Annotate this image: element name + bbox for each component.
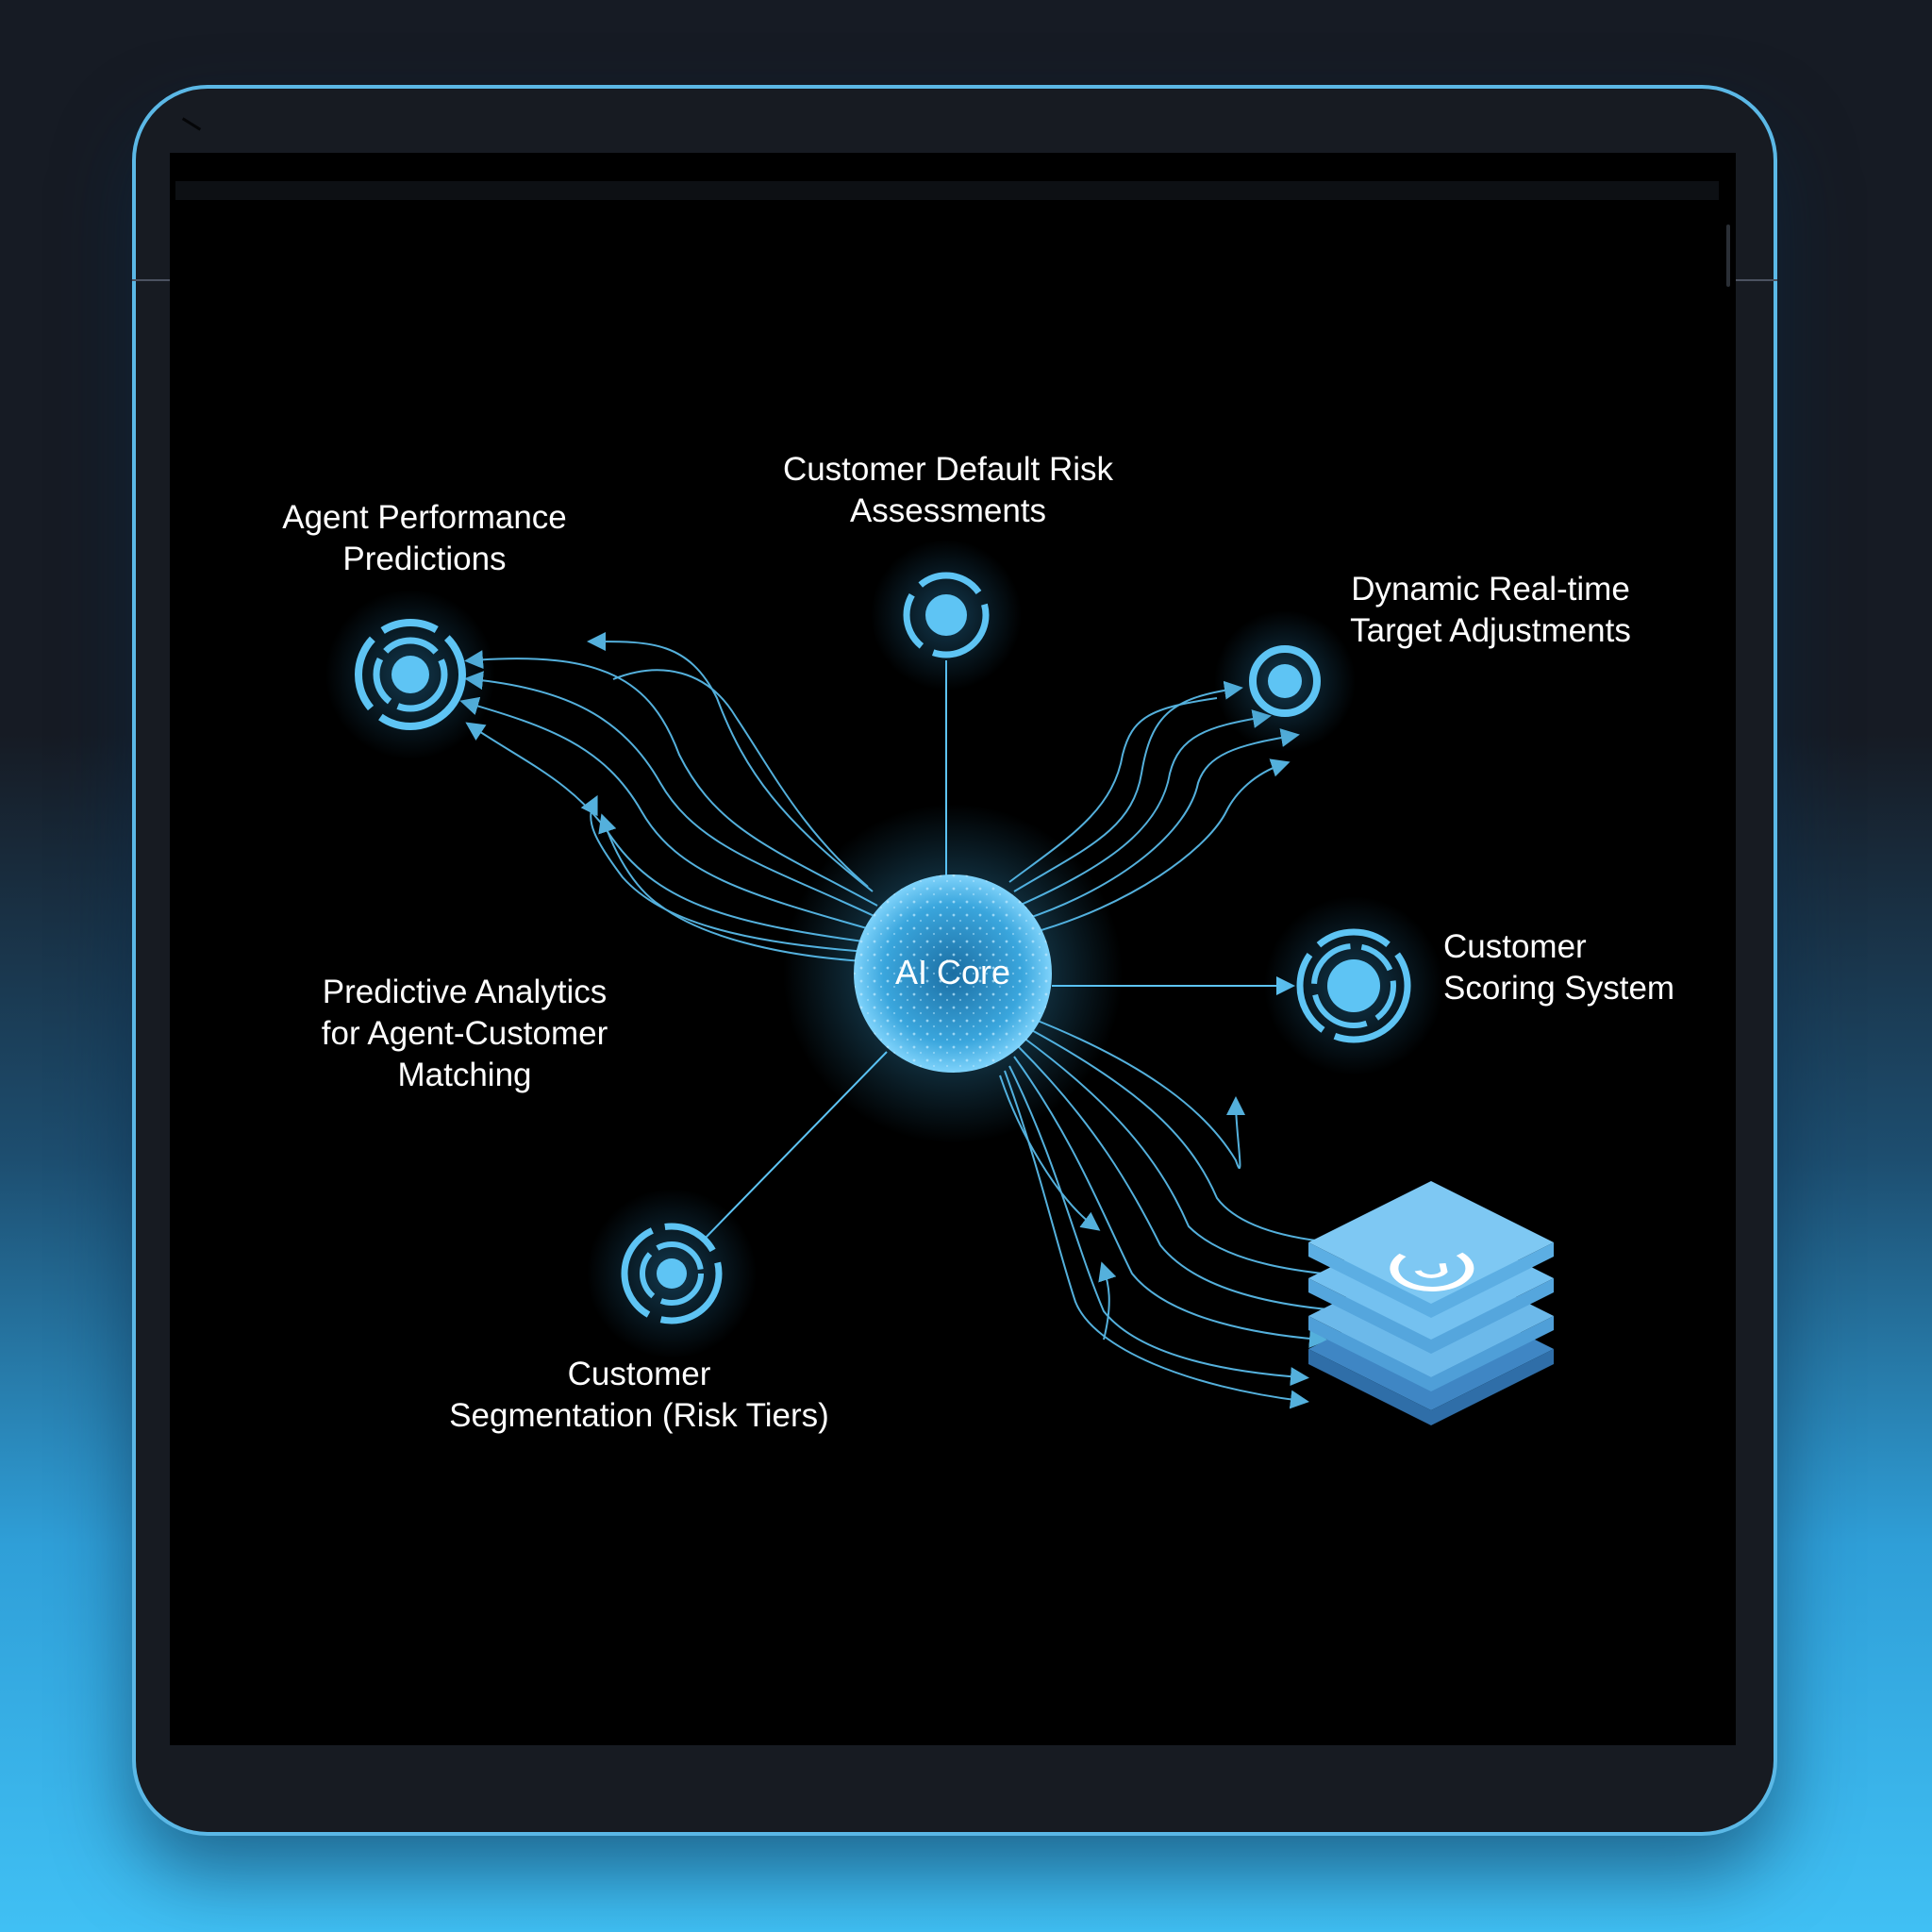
node-default-risk[interactable] [901, 570, 991, 660]
label-target-adjustments: Dynamic Real-time Target Adjustments [1325, 569, 1656, 652]
label-line: Agent Performance [282, 499, 567, 536]
label-line: Customer [567, 1356, 711, 1392]
label-default-risk: Customer Default Risk Assessments [759, 449, 1137, 532]
ai-core-node[interactable] [854, 874, 1052, 1073]
label-line: Segmentation (Risk Tiers) [449, 1397, 829, 1434]
scrollbar[interactable] [1726, 225, 1730, 287]
label-agent-performance: Agent Performance Predictions [264, 497, 585, 580]
label-line: Customer [1443, 928, 1587, 965]
label-line: Predictions [342, 541, 507, 577]
label-scoring-system: Customer Scoring System [1443, 926, 1689, 1009]
frame-mark [181, 117, 202, 131]
label-predictive-matching: Predictive Analytics for Agent-Customer … [292, 972, 637, 1096]
ai-core-label: AI Core [894, 953, 1011, 991]
label-line: Customer Default Risk [782, 451, 1114, 488]
node-agent-performance[interactable] [354, 618, 467, 731]
label-line: Dynamic Real-time [1351, 571, 1630, 608]
frame-divider-left [132, 279, 170, 281]
label-line: Assessments [849, 492, 1047, 529]
node-data-stack[interactable] [1311, 1179, 1552, 1424]
node-segmentation[interactable] [620, 1222, 724, 1325]
label-line: for Agent-Customer [321, 1015, 608, 1052]
label-line: Matching [397, 1057, 532, 1093]
label-line: Predictive Analytics [322, 974, 608, 1010]
screen-top-bar [175, 181, 1719, 200]
frame-divider-right [1736, 279, 1777, 281]
node-scoring-system[interactable] [1295, 927, 1412, 1044]
label-segmentation: Customer Segmentation (Risk Tiers) [429, 1354, 849, 1437]
label-line: Target Adjustments [1350, 612, 1631, 649]
label-line: Scoring System [1443, 970, 1675, 1007]
node-target-adjustments[interactable] [1245, 641, 1324, 721]
